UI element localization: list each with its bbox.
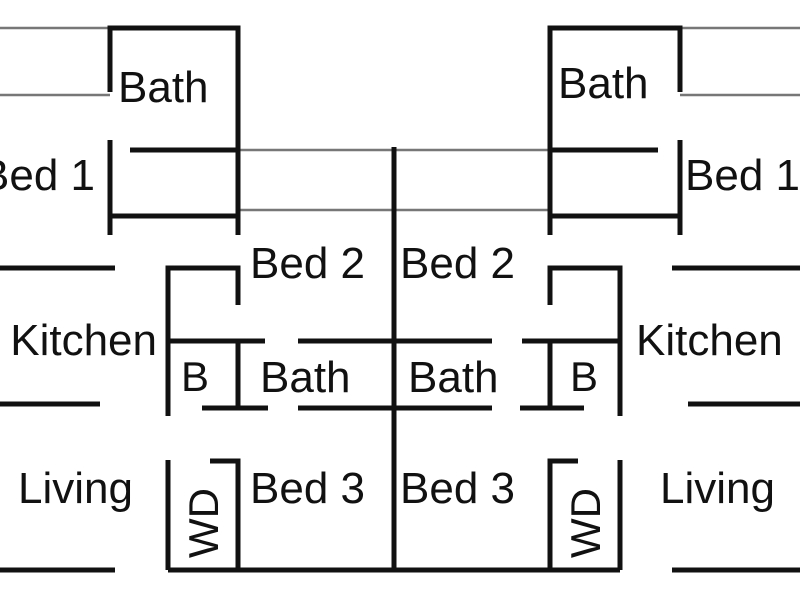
label-left-wd: WD	[180, 488, 227, 558]
label-right-bed3: Bed 3	[400, 464, 515, 513]
label-left-bed2: Bed 2	[250, 239, 365, 288]
label-right-living: Living	[660, 464, 775, 513]
label-right-bath-top: Bath	[558, 59, 649, 108]
label-right-b: B	[570, 353, 598, 400]
label-left-bed1: Bed 1	[0, 151, 95, 200]
label-left-kitchen: Kitchen	[10, 316, 157, 365]
label-left-bath-top: Bath	[118, 63, 209, 112]
walls-right-unit	[394, 25, 800, 573]
label-right-bath-mid: Bath	[408, 353, 499, 402]
label-right-bed2: Bed 2	[400, 239, 515, 288]
label-right-bed1: Bed 1	[685, 151, 800, 200]
walls-left-unit	[0, 25, 394, 573]
label-left-bath-mid: Bath	[260, 353, 351, 402]
label-left-bed3: Bed 3	[250, 464, 365, 513]
label-left-b: B	[181, 353, 209, 400]
label-left-living: Living	[18, 464, 133, 513]
label-right-wd: WD	[562, 488, 609, 558]
label-right-kitchen: Kitchen	[636, 316, 783, 365]
